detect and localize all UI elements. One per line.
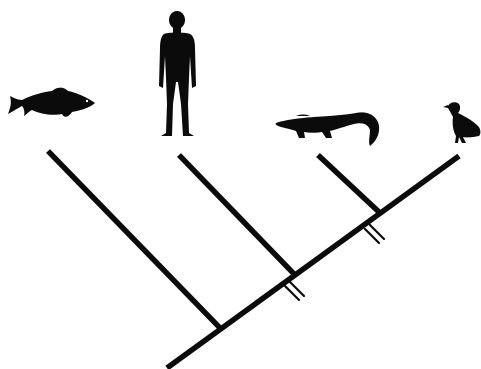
branch-crocodile <box>318 155 379 212</box>
trait-mark-lower <box>285 282 304 300</box>
bird-icon <box>443 102 480 143</box>
trait-mark-upper <box>365 225 384 243</box>
trait-marks <box>285 225 384 300</box>
human-icon <box>159 11 196 136</box>
branch-human <box>179 155 295 275</box>
branch-fish <box>48 151 222 330</box>
crocodile-icon <box>276 112 380 146</box>
branches <box>48 151 459 368</box>
fish-icon <box>8 88 95 117</box>
